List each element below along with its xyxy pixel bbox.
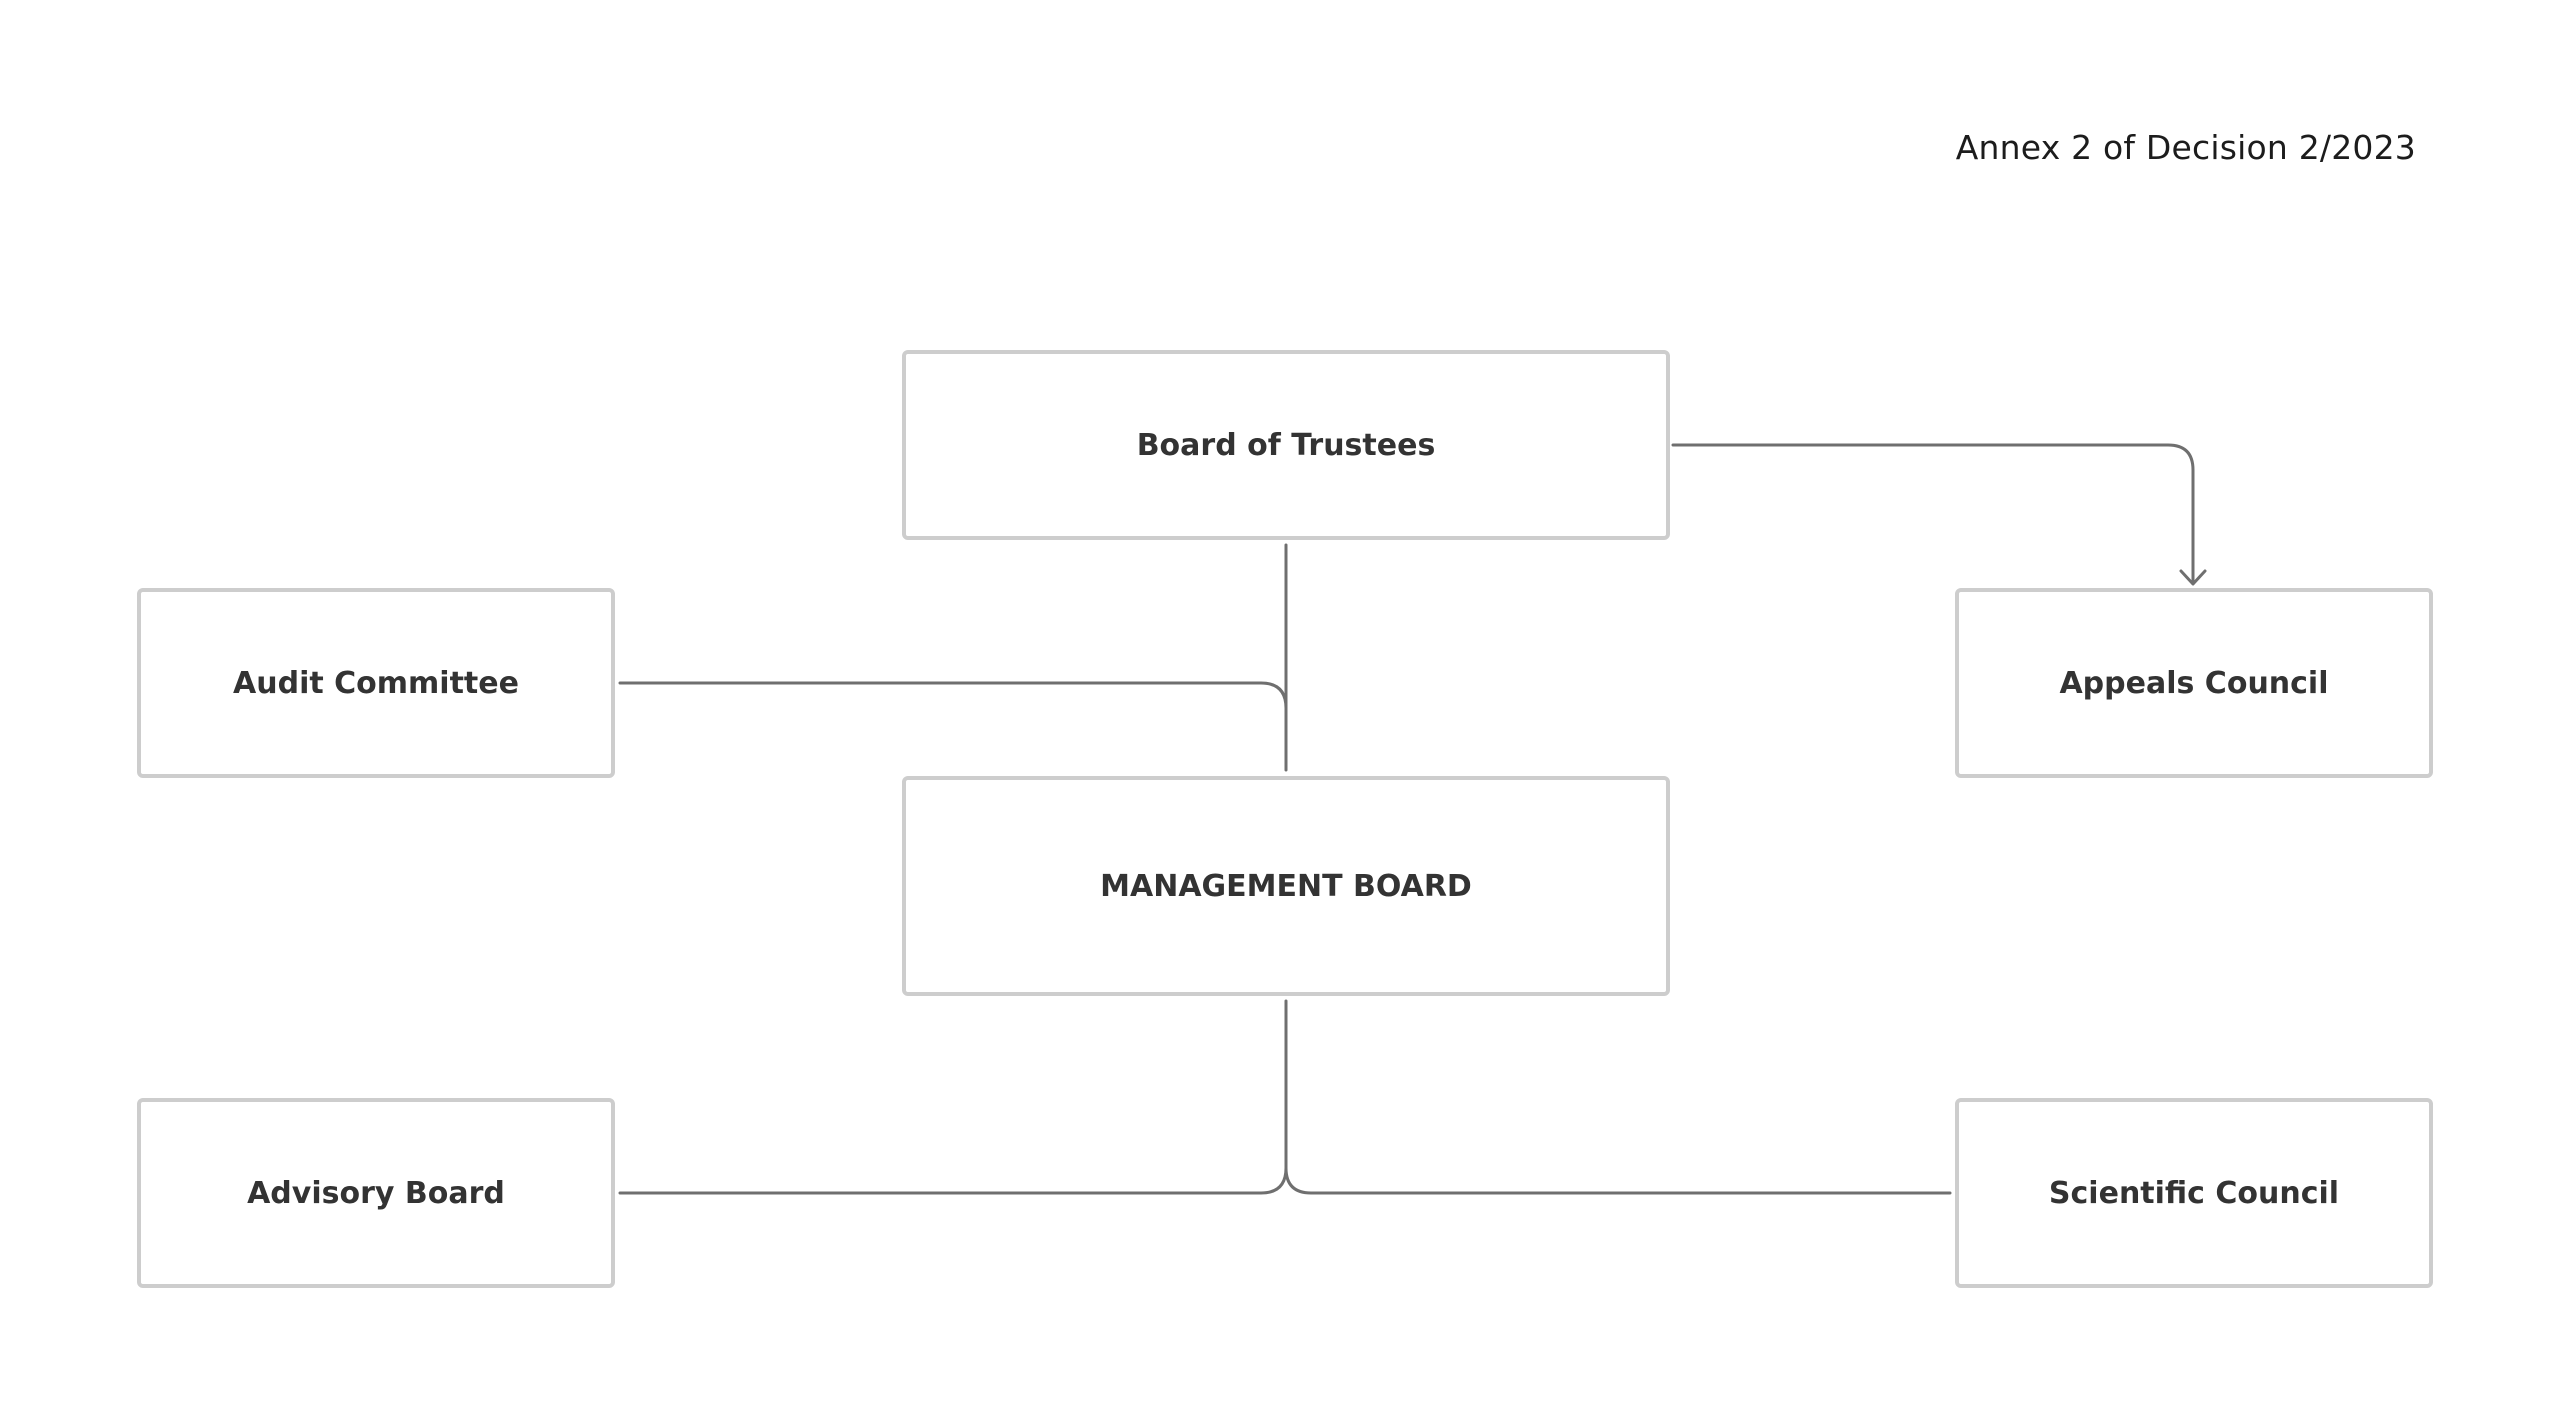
node-management-board: MANAGEMENT BOARD: [902, 776, 1670, 996]
node-label: Advisory Board: [247, 1175, 505, 1211]
node-label: MANAGEMENT BOARD: [1100, 868, 1472, 904]
node-advisory-board: Advisory Board: [137, 1098, 615, 1288]
node-board-of-trustees: Board of Trustees: [902, 350, 1670, 540]
annex-reference: Annex 2 of Decision 2/2023: [1955, 128, 2416, 167]
node-scientific-council: Scientific Council: [1955, 1098, 2433, 1288]
edge-management-advisory: [618, 999, 1288, 1195]
node-label: Audit Committee: [233, 665, 519, 701]
node-appeals-council: Appeals Council: [1955, 588, 2433, 778]
arrowhead-appeals-icon: [2179, 569, 2207, 586]
node-audit-committee: Audit Committee: [137, 588, 615, 778]
node-label: Scientific Council: [2048, 1175, 2340, 1211]
node-label: Board of Trustees: [1136, 427, 1436, 463]
edge-trustees-appeals: [1671, 443, 2195, 585]
edge-audit-management: [618, 681, 1288, 710]
node-label: Appeals Council: [2059, 665, 2329, 701]
edge-management-scientific: [1284, 1023, 1952, 1195]
